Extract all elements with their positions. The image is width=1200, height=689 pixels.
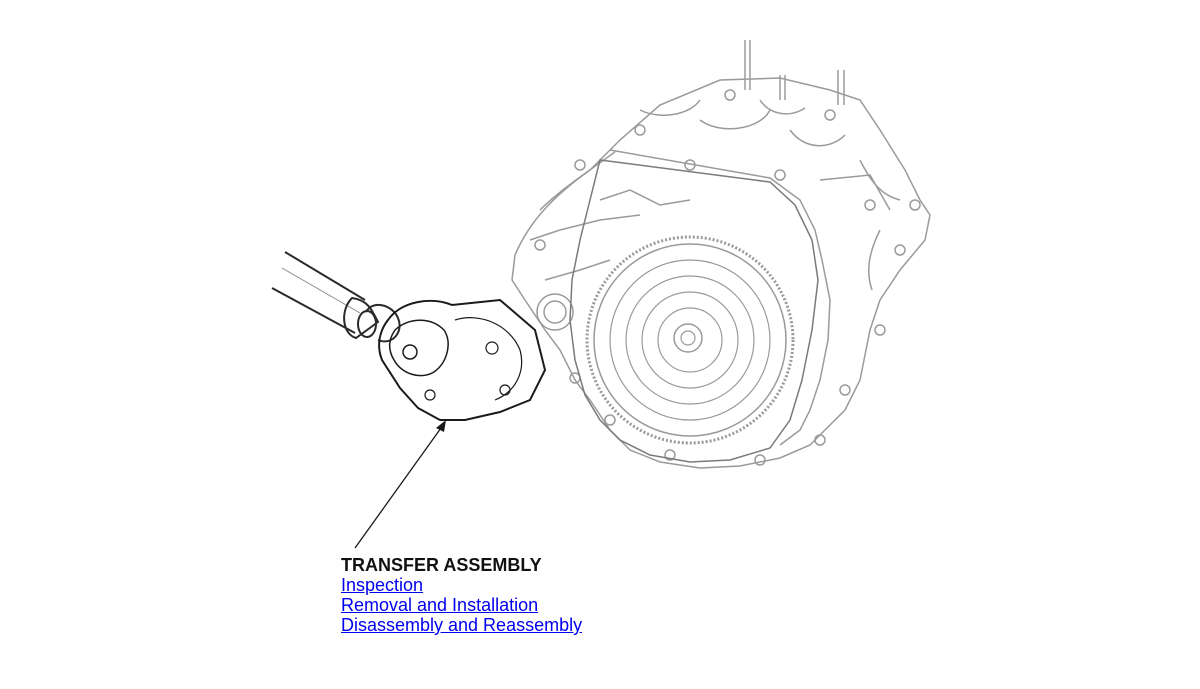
- transmission-case: [511, 40, 931, 469]
- leader-arrow: [354, 420, 446, 549]
- part-title: TRANSFER ASSEMBLY: [341, 555, 542, 575]
- flywheel: [585, 235, 795, 445]
- removal-installation-link[interactable]: Removal and Installation: [341, 595, 539, 615]
- callout-block: TRANSFER ASSEMBLY Inspection Removal and…: [341, 555, 582, 635]
- drive-shaft: [271, 251, 401, 343]
- inspection-link[interactable]: Inspection: [341, 575, 424, 595]
- transfer-assembly: [378, 298, 547, 421]
- disassembly-reassembly-link[interactable]: Disassembly and Reassembly: [341, 615, 583, 635]
